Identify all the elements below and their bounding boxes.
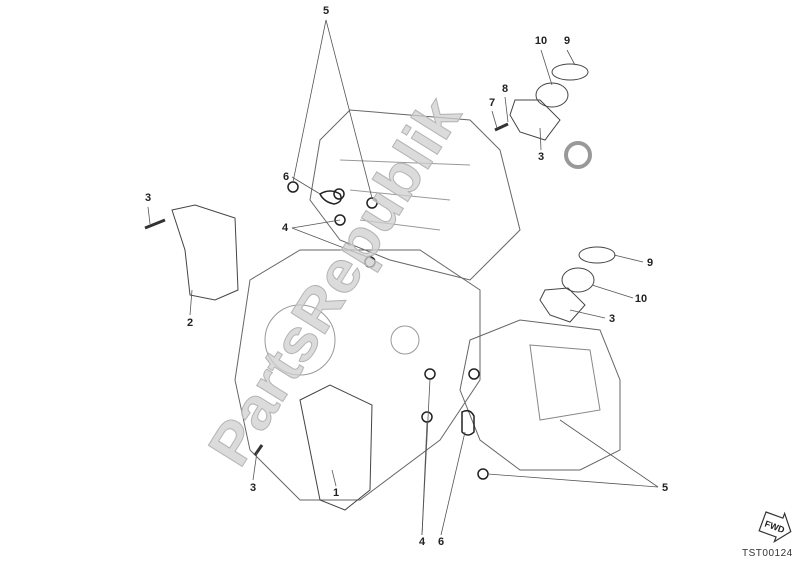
intake-flange-upper [509, 99, 561, 141]
callout-8: 8 [502, 83, 508, 95]
clamp-lower [578, 246, 616, 264]
intake-flange-lower [539, 287, 586, 323]
leader-line [440, 431, 466, 536]
callout-10: 10 [535, 35, 547, 47]
intake-manifold-upper [535, 82, 569, 108]
leader-line [292, 19, 327, 183]
intake-manifold-lower [561, 267, 595, 293]
crankcase-bore [264, 304, 336, 376]
leader-line [504, 96, 509, 123]
leader-line [291, 219, 341, 229]
callout-3: 3 [250, 482, 256, 494]
leader-line [291, 227, 371, 259]
leader-line [325, 19, 373, 199]
callout-2: 2 [187, 317, 193, 329]
clamp-upper [551, 63, 589, 81]
rear-head-detail [339, 159, 471, 231]
callout-5: 5 [662, 482, 668, 494]
crankcase [234, 249, 481, 501]
fwd-arrow-icon: FWD [758, 511, 792, 544]
callout-6: 6 [283, 171, 289, 183]
front-cylinder-head [459, 319, 621, 471]
crankcase-hole [390, 325, 420, 355]
leader-line [569, 309, 606, 319]
leader-line [591, 284, 634, 299]
callout-9: 9 [564, 35, 570, 47]
gear-icon [564, 141, 592, 169]
leader-line [252, 451, 258, 481]
drawing-code: TST00124 [742, 548, 793, 559]
callout-10: 10 [635, 293, 647, 305]
callout-9: 9 [647, 257, 653, 269]
callout-6: 6 [438, 536, 444, 548]
callout-5: 5 [323, 5, 329, 17]
leader-line [540, 49, 553, 86]
leader-line [189, 289, 193, 316]
leader-line [421, 421, 428, 536]
leader-line [147, 206, 151, 225]
front-head-cover [529, 344, 601, 421]
rear-cylinder-head [309, 109, 521, 281]
leader-line [491, 110, 498, 129]
callout-1: 1 [333, 487, 339, 499]
bolt [144, 122, 509, 456]
leader-line [613, 254, 644, 263]
callout-7: 7 [489, 97, 495, 109]
leader-line [539, 127, 542, 151]
belt-cover-2 [171, 204, 239, 301]
leader-line [566, 49, 576, 66]
leader-line [291, 176, 321, 195]
leader-line [487, 473, 659, 488]
callout-4: 4 [419, 536, 426, 548]
callout-3: 3 [609, 313, 615, 325]
callout-4: 4 [282, 222, 289, 234]
callout-3: 3 [145, 192, 151, 204]
callout-3: 3 [538, 151, 544, 163]
leader-line [559, 419, 659, 488]
belt-cover-1 [299, 384, 373, 511]
leader-line [331, 469, 337, 487]
